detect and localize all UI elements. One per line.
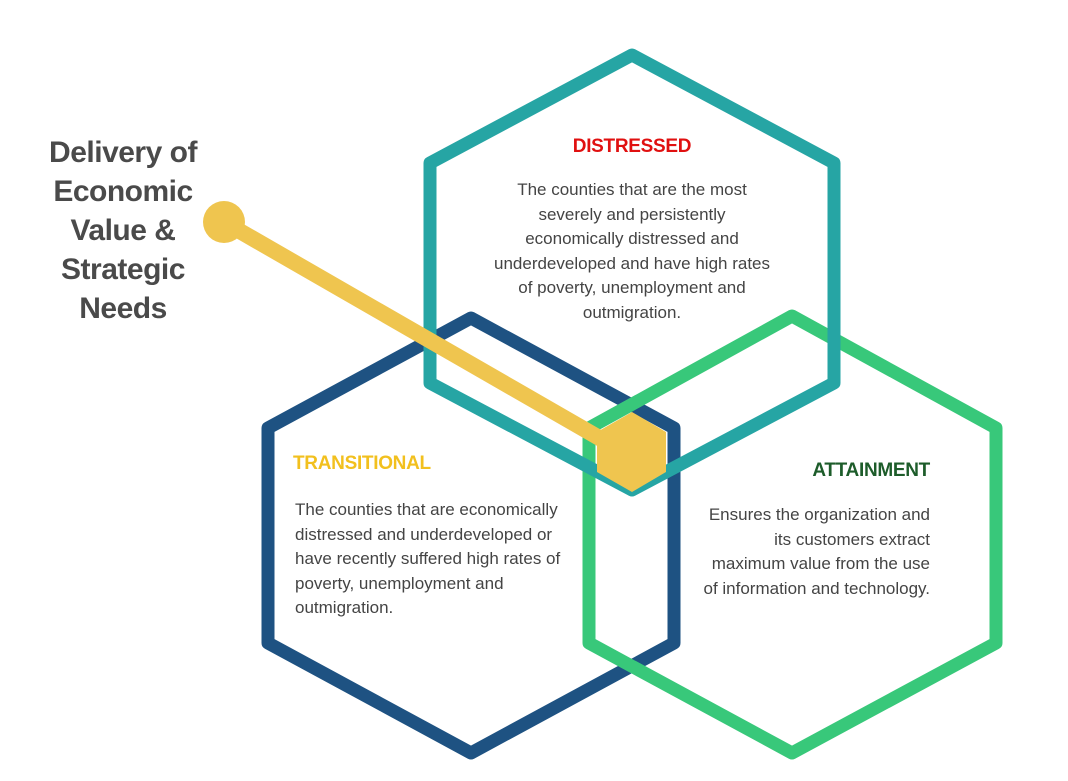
title-line: Value & — [70, 214, 176, 247]
attainment-description: Ensures the organization and its custome… — [703, 505, 931, 598]
title-line: Strategic — [61, 253, 185, 286]
connector-line — [216, 214, 623, 455]
connector-dot — [203, 201, 245, 243]
transitional-heading: TRANSITIONAL — [293, 453, 431, 474]
intersection-center — [597, 412, 666, 492]
title-line: Delivery of — [49, 136, 197, 169]
transitional-description: The counties that are economically distr… — [295, 500, 561, 617]
distressed-description: The counties that are the most severely … — [494, 180, 770, 322]
title-line: Needs — [79, 292, 167, 325]
title-line: Economic — [53, 175, 193, 208]
attainment-heading: ATTAINMENT — [812, 460, 930, 481]
diagram-title: Delivery of Economic Value & Strategic N… — [28, 133, 218, 328]
transitional-hexagon — [261, 311, 681, 760]
distressed-heading: DISTRESSED — [572, 136, 692, 157]
